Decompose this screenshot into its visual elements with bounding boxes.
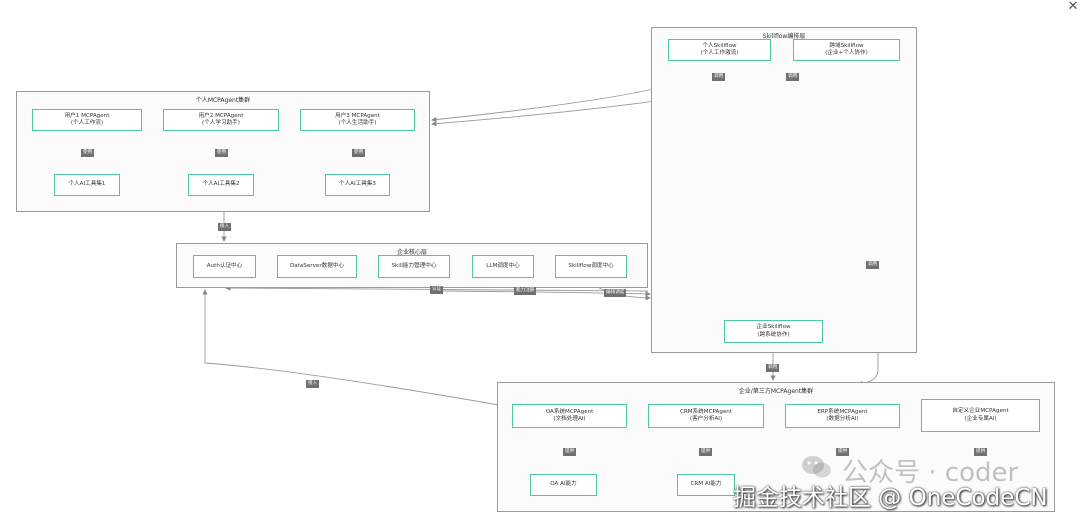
node-skillflow-sched[interactable]: Skillflow调度中心 — [555, 255, 627, 278]
node-oa[interactable]: OA系统MCPAgent(文档处理AI) — [512, 404, 627, 428]
node-user2[interactable]: 用户2 MCPAgent(个人学习助手) — [163, 109, 279, 131]
node-custom[interactable]: 自定义企业MCPAgent(企业专属AI) — [921, 399, 1040, 432]
node-erp[interactable]: ERP系统MCPAgent(数据分析AI) — [785, 404, 900, 428]
node-sf-personal[interactable]: 个人Skillflow(个人工作激流) — [668, 39, 771, 61]
edge-label-custom: 提供 — [974, 448, 988, 456]
edge-label-crm: 提供 — [699, 448, 713, 456]
edge-label-core-orchestrate: 编排调度 — [604, 289, 627, 297]
edge-label-cross-right: 调用 — [866, 261, 880, 269]
edge-label-core-register: 能力注册 — [514, 287, 537, 295]
edge-label-core-auth: 认证 — [430, 286, 444, 294]
edge-label-personal-core: 接入 — [218, 223, 232, 231]
edge-label-sf-cross: 调用 — [786, 73, 800, 81]
node-sf-cross[interactable]: 跨域Skillflow(企业+个人协作) — [793, 39, 900, 61]
cluster-title-skillflow: Skillflow编排层 — [762, 33, 806, 40]
close-button[interactable]: ✕ — [1067, 0, 1079, 14]
node-crm-ai[interactable]: CRM AI能力 — [677, 474, 735, 496]
edge-core-register — [439, 290, 651, 297]
node-skill-mgr[interactable]: Skill能力管理中心 — [378, 255, 450, 278]
edge-label-enterprise-up: 接入 — [306, 380, 320, 388]
cluster-title-enterprise: 企业/第三方MCPAgent集群 — [738, 388, 814, 395]
wechat-icon — [802, 456, 831, 478]
watermark-line1: 公众号 · coder — [842, 458, 1019, 488]
node-auth[interactable]: Auth认证中心 — [193, 255, 256, 278]
node-sf-enterprise[interactable]: 企业Skillflow(跨系统协作) — [724, 320, 823, 343]
node-tool2[interactable]: 个人AI工具集2 — [188, 174, 254, 196]
node-user1[interactable]: 用户1 MCPAgent(个人工作流) — [32, 109, 142, 131]
node-user3[interactable]: 用户3 MCPAgent(个人生活助手) — [300, 109, 415, 131]
edge-label-erp: 提供 — [836, 448, 850, 456]
edge-label-oa: 提供 — [563, 448, 577, 456]
edge-label-user2: 使用 — [215, 149, 229, 157]
node-dataserver[interactable]: DataServer数据中心 — [277, 255, 357, 278]
edge-enterprise-up — [202, 289, 511, 408]
node-tool3[interactable]: 个人AI工具集3 — [325, 174, 390, 196]
node-tool1[interactable]: 个人AI工具集1 — [54, 174, 120, 196]
cluster-title-core: 企业核心层 — [396, 249, 427, 256]
cluster-title-personal: 个人MCPAgent集群 — [195, 97, 251, 104]
edge-label-user1: 使用 — [81, 149, 95, 157]
node-oa-ai[interactable]: OA AI能力 — [530, 474, 597, 496]
cluster-skillflow: Skillflow编排层 — [651, 27, 917, 353]
edge-label-user3: 使用 — [352, 149, 366, 157]
node-llm[interactable]: LLM调度中心 — [472, 255, 534, 278]
node-crm[interactable]: CRM系统MCPAgent(客户分析AI) — [648, 404, 764, 428]
edge-label-sf-enterprise: 调用 — [766, 364, 780, 372]
edge-label-sf-personal: 调用 — [712, 73, 726, 81]
watermark-line2: 掘金技术社区 @ OneCodeCN — [733, 485, 1048, 511]
